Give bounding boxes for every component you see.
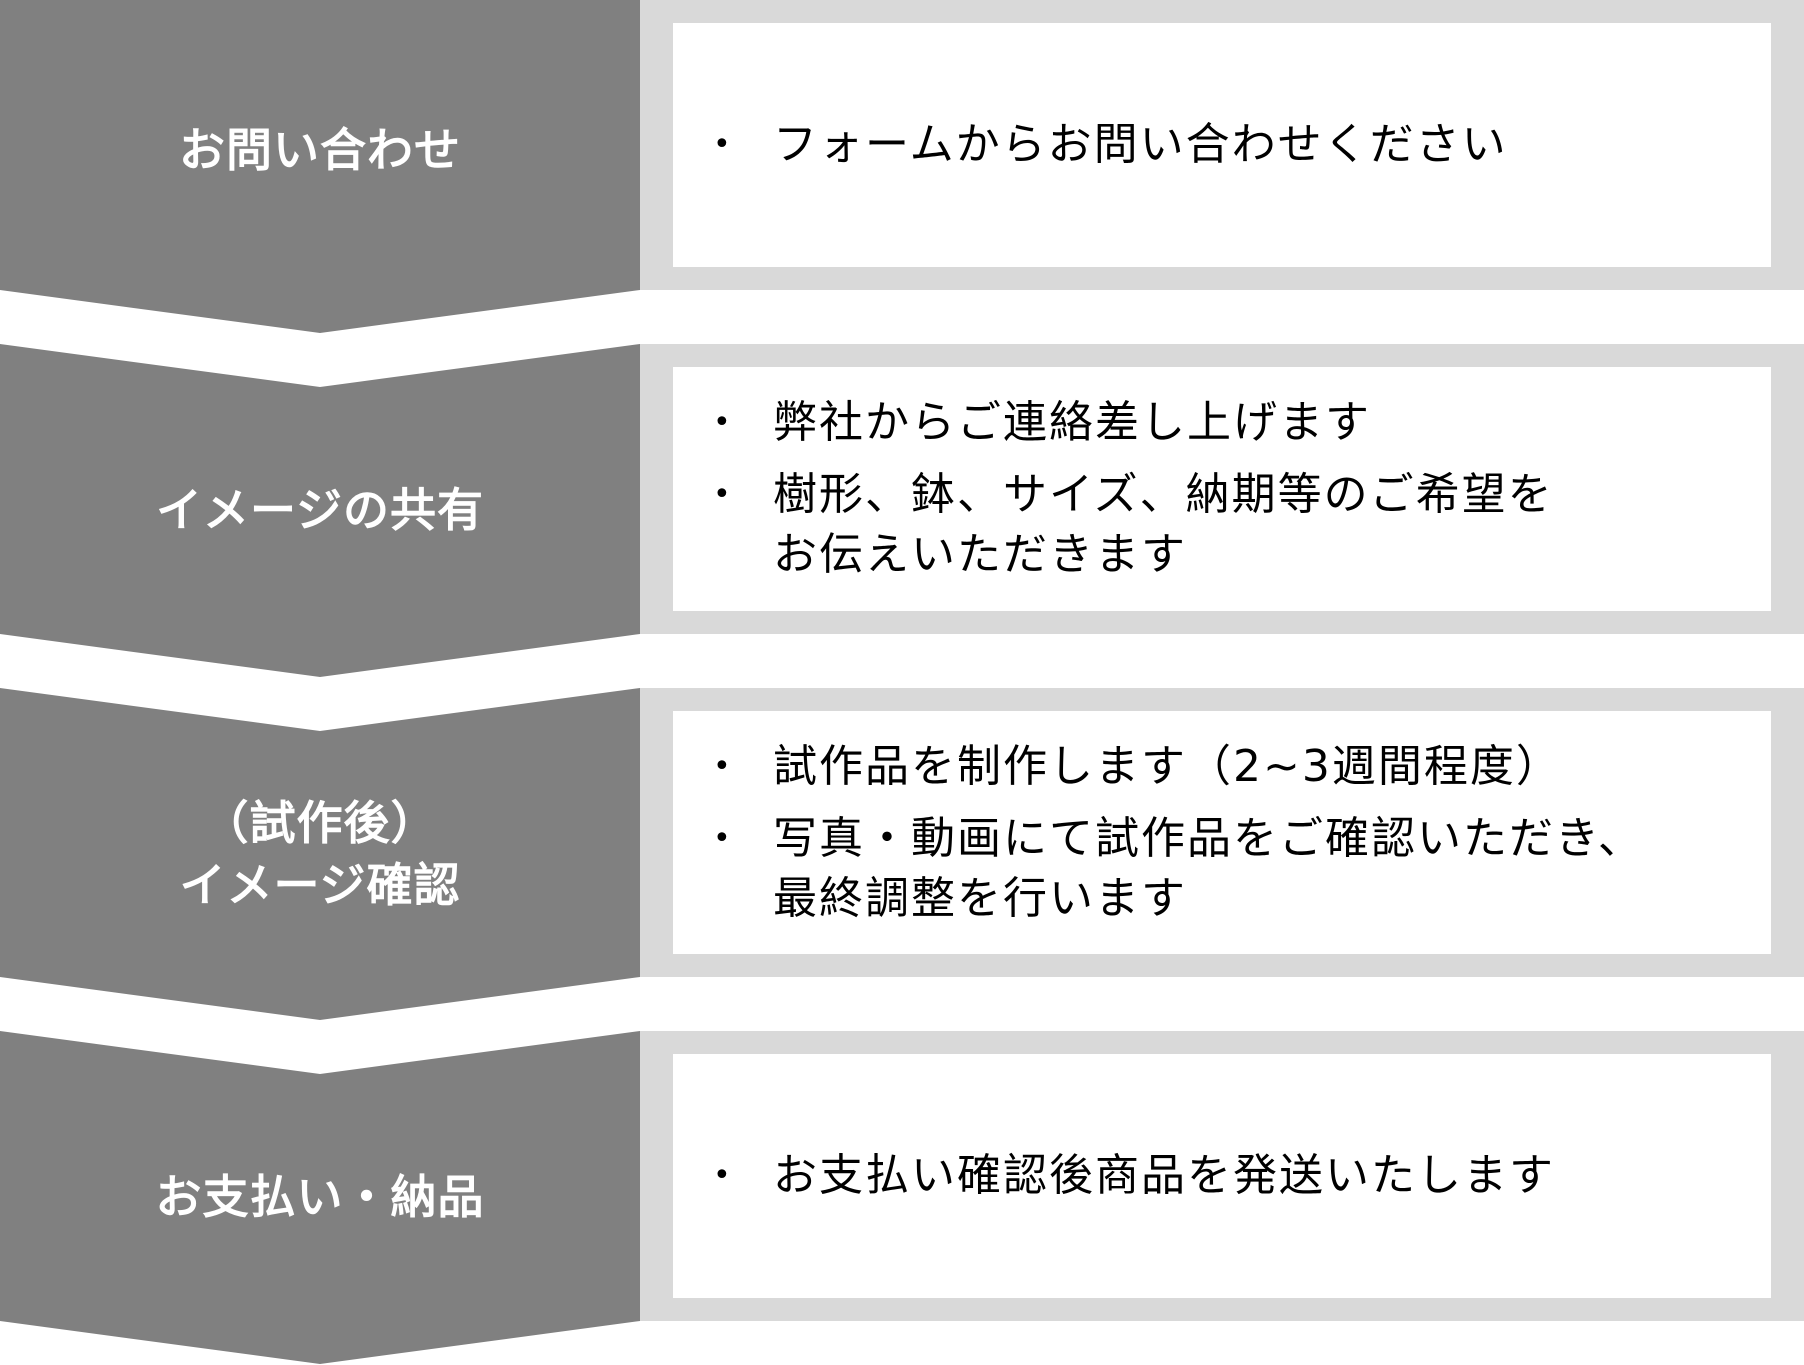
list-item: • 樹形、鉢、サイズ、納期等のご希望を お伝えいただきます — [713, 465, 1771, 585]
list-item: • お支払い確認後商品を発送いたします — [713, 1146, 1771, 1206]
step-1-chevron — [0, 0, 640, 333]
list-item: • フォームからお問い合わせください — [713, 115, 1771, 175]
bullet-icon: • — [713, 820, 731, 856]
list-item: • 弊社からご連絡差し上げます — [713, 393, 1771, 453]
bullet-text: 試作品を制作します（2~3週間程度） — [773, 740, 1562, 792]
step-3-content: • 試作品を制作します（2~3週間程度） • 写真・動画にて試作品をご確認いただ… — [673, 711, 1771, 954]
step-4-panel: • お支払い確認後商品を発送いたします — [640, 1031, 1804, 1321]
list-item: • 試作品を制作します（2~3週間程度） — [713, 737, 1771, 797]
bullet-text: お支払い確認後商品を発送いたします — [773, 1150, 1555, 1201]
list-item: • 写真・動画にて試作品をご確認いただき、 最終調整を行います — [713, 809, 1771, 929]
step-2-content: • 弊社からご連絡差し上げます • 樹形、鉢、サイズ、納期等のご希望を お伝えい… — [673, 367, 1771, 611]
step-1-panel: • フォームからお問い合わせください — [640, 0, 1804, 290]
bullet-icon: • — [713, 477, 731, 512]
bullet-text: 樹形、鉢、サイズ、納期等のご希望を お伝えいただきます — [773, 469, 1554, 580]
step-3-panel: • 試作品を制作します（2~3週間程度） • 写真・動画にて試作品をご確認いただ… — [640, 688, 1804, 977]
step-2-panel: • 弊社からご連絡差し上げます • 樹形、鉢、サイズ、納期等のご希望を お伝えい… — [640, 344, 1804, 634]
bullet-icon: • — [713, 405, 731, 440]
process-chevrons — [0, 0, 640, 1364]
step-2-label: イメージの共有 — [155, 483, 485, 537]
bullet-icon: • — [713, 127, 731, 162]
bullet-text: フォームからお問い合わせください — [773, 119, 1508, 170]
step-4-label: お支払い・納品 — [155, 1170, 485, 1224]
step-3-label: （試作後） イメージ確認 — [179, 796, 461, 912]
bullet-icon: • — [713, 748, 731, 784]
step-2-chevron — [0, 344, 640, 677]
step-1-content: • フォームからお問い合わせください — [673, 23, 1771, 267]
step-4-chevron — [0, 1031, 640, 1364]
bullet-text: 写真・動画にて試作品をご確認いただき、 最終調整を行います — [773, 812, 1644, 924]
step-4-content: • お支払い確認後商品を発送いたします — [673, 1054, 1771, 1298]
bullet-text: 弊社からご連絡差し上げます — [773, 397, 1371, 448]
step-3-chevron — [0, 688, 640, 1020]
step-1-label: お問い合わせ — [179, 123, 461, 177]
bullet-icon: • — [713, 1158, 731, 1193]
